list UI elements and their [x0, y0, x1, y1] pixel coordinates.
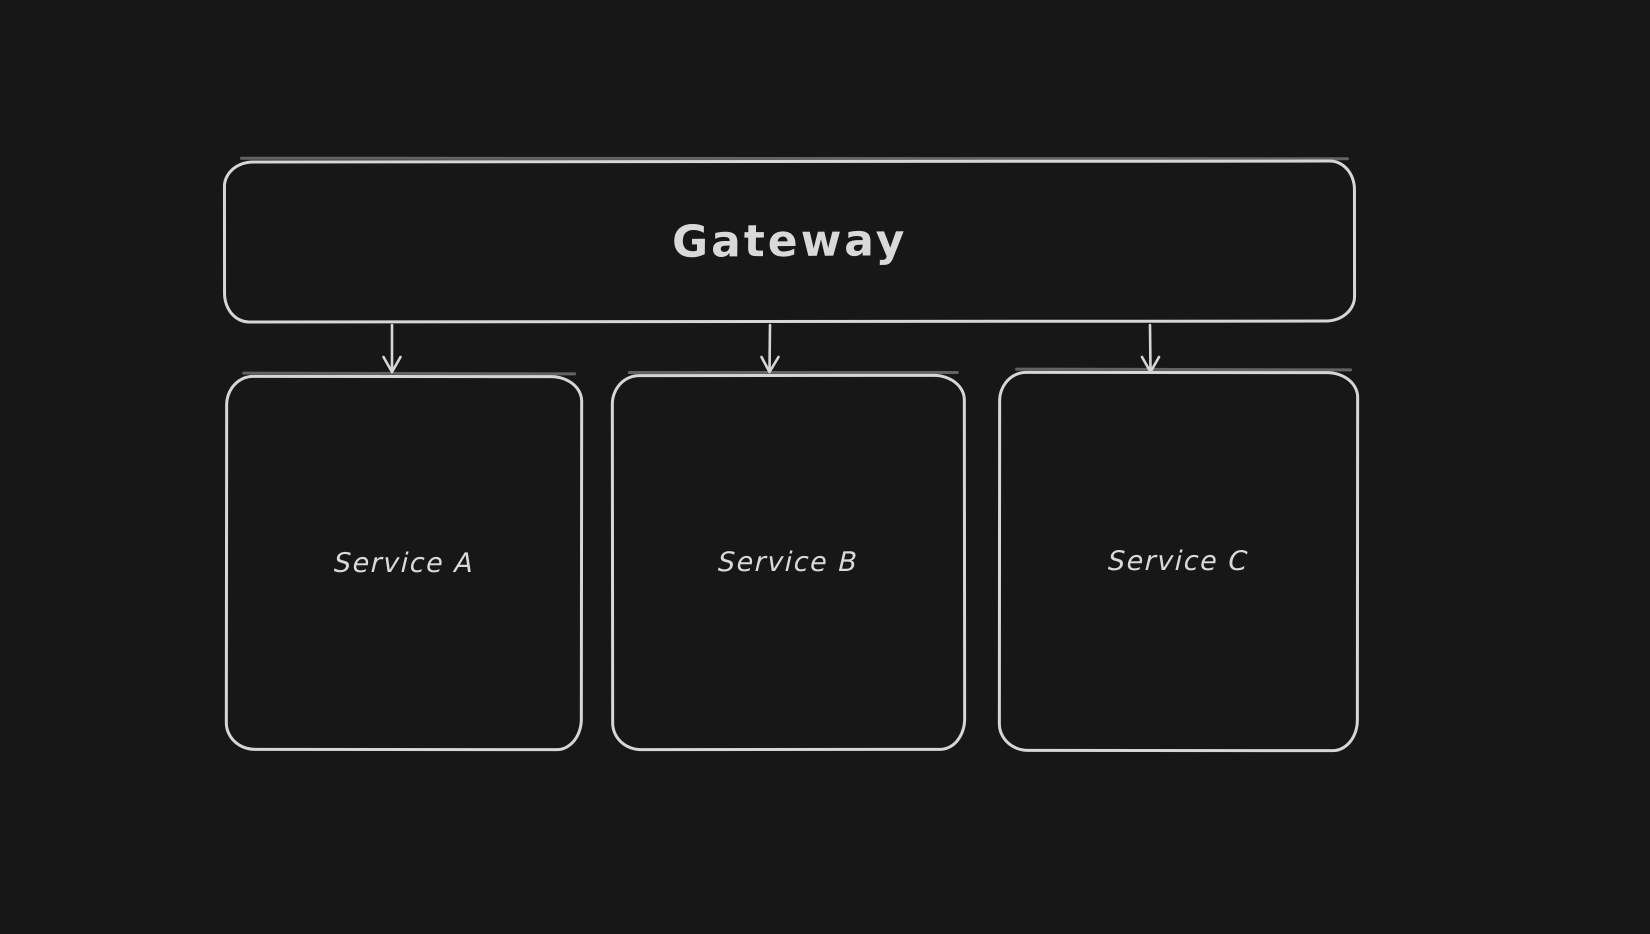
- edge-gateway-to-service-b: [760, 323, 780, 374]
- service-b-label: Service B: [717, 546, 860, 579]
- service-c-label: Service C: [1107, 545, 1250, 578]
- service-a-label: Service A: [333, 547, 475, 579]
- edge-gateway-to-service-a: [382, 323, 402, 374]
- service-c-node: Service C: [997, 370, 1360, 753]
- gateway-label: Gateway: [671, 215, 908, 268]
- service-b-node: Service B: [610, 373, 967, 752]
- gateway-node: Gateway: [222, 159, 1357, 324]
- service-a-node: Service A: [224, 374, 584, 752]
